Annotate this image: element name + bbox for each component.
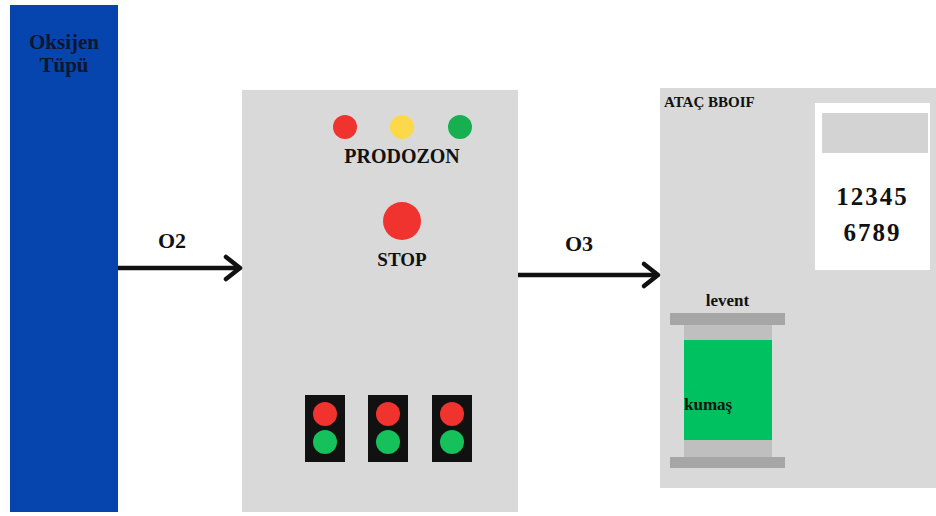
red-light (376, 402, 400, 426)
stop-button (383, 202, 421, 240)
unit-title: PRODOZON (322, 145, 482, 167)
gas-label: O2 (155, 228, 189, 254)
green-light (313, 430, 337, 454)
display-screen (822, 113, 928, 153)
fabric-label: kumaş (684, 396, 772, 415)
beam-core (684, 325, 772, 457)
counter-panel: 12345 6789 (815, 103, 930, 270)
beam-roll: levent kumaş (670, 290, 785, 470)
flow-arrow (118, 266, 239, 271)
beam-flange (670, 313, 785, 325)
green-light (376, 430, 400, 454)
red-light (440, 402, 464, 426)
green-lamp (448, 115, 472, 139)
fabric-roll (684, 340, 772, 440)
counter-digits: 6789 (815, 219, 930, 247)
traffic-light (368, 395, 408, 462)
gas-label: O3 (562, 231, 596, 257)
yellow-lamp (390, 115, 414, 139)
machine-title: ATAÇ BBOIF (664, 94, 814, 111)
red-light (313, 402, 337, 426)
traffic-light (432, 395, 472, 462)
oxygen-tank: Oksijen Tüpü (10, 5, 118, 512)
beam-flange (670, 457, 785, 468)
green-light (440, 430, 464, 454)
stop-label: STOP (352, 250, 452, 271)
flow-arrow (518, 273, 657, 278)
tank-label: Oksijen Tüpü (14, 31, 114, 77)
beam-label: levent (670, 292, 785, 311)
arrow-head (644, 264, 658, 286)
machine-box: ATAÇ BBOIF 12345 6789 levent kumaş (660, 88, 936, 488)
traffic-light (305, 395, 345, 462)
red-lamp (333, 115, 357, 139)
counter-digits: 12345 (815, 183, 930, 211)
arrow-head (226, 257, 240, 279)
prodozon-unit: PRODOZON STOP (242, 90, 518, 512)
